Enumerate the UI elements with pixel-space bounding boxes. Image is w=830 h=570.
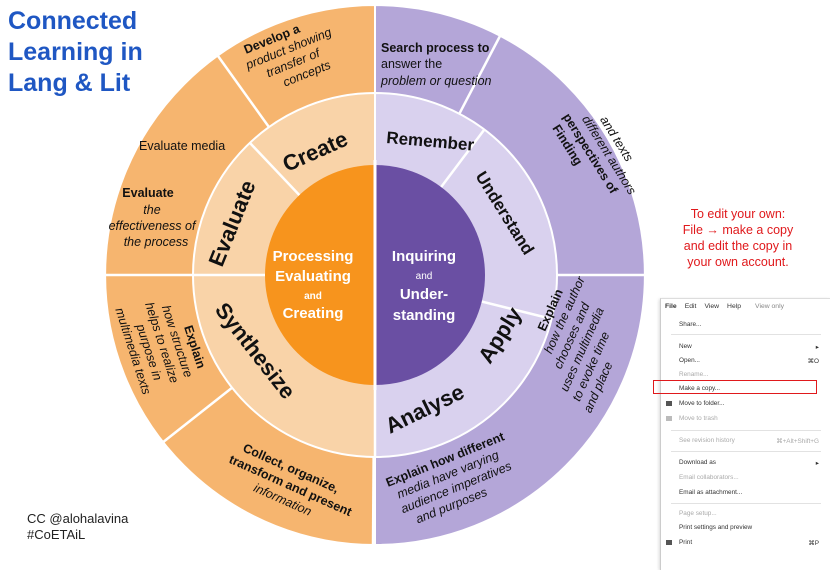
menu-item-email-attachment[interactable]: Email as attachment... — [679, 489, 743, 496]
note-line-2: File → make a copy — [682, 223, 794, 237]
page-title: Connected Learning in Lang & Lit — [8, 6, 143, 99]
title-line-2: Learning in — [8, 38, 143, 66]
menu-item-rename[interactable]: Rename... — [679, 371, 709, 378]
core-right — [375, 165, 485, 385]
menu-item-print-settings[interactable]: Print settings and preview — [679, 524, 753, 531]
make-copy-highlight — [653, 380, 817, 394]
printer-icon — [666, 540, 672, 545]
menu-item-download-as[interactable]: Download as▸ — [679, 459, 819, 467]
search-line-3: problem or question — [380, 74, 492, 88]
note-line-4: your own account. — [687, 255, 789, 269]
search-line-2: answer the — [381, 57, 442, 71]
core-left-line-3: and — [304, 291, 322, 302]
core-left — [265, 165, 375, 385]
core-left-line-2: Evaluating — [275, 268, 351, 285]
core-right-line-3: Under- — [400, 286, 448, 303]
core-right-line-2: and — [416, 271, 433, 282]
menu-view[interactable]: View — [704, 302, 720, 310]
file-menu-screenshot: File Edit View Help View only Share... N… — [653, 298, 830, 570]
view-only-label: View only — [755, 302, 784, 310]
menu-item-share[interactable]: Share... — [679, 321, 702, 328]
note-line-1: To edit your own: — [690, 207, 786, 221]
evaluate-eff-line-2: the — [143, 203, 160, 217]
credit-text: CC @alohalavina #CoETAiL — [27, 511, 128, 543]
menu-item-open[interactable]: Open...⌘O — [679, 357, 819, 365]
core-right-line-4: standing — [393, 307, 456, 324]
core-right-line-1: Inquiring — [392, 248, 456, 265]
evaluate-eff-line-1: Evaluate — [122, 186, 173, 200]
menu-file[interactable]: File — [665, 302, 677, 310]
menu-item-move-to-folder[interactable]: Move to folder... — [679, 400, 725, 407]
menu-item-move-to-trash[interactable]: Move to trash — [679, 415, 718, 422]
menu-item-email-collaborators[interactable]: Email collaborators... — [679, 474, 739, 481]
evaluate-eff-line-4: the process — [124, 235, 189, 249]
trash-icon — [666, 416, 672, 421]
menu-item-new[interactable]: New▸ — [679, 343, 819, 351]
evaluate-media: Evaluate media — [139, 139, 225, 153]
evaluate-eff-line-3: effectiveness of — [109, 219, 197, 233]
menu-item-page-setup[interactable]: Page setup... — [679, 510, 717, 517]
menu-item-revision-history[interactable]: See revision history⌘+Alt+Shift+G — [679, 437, 819, 445]
menu-edit[interactable]: Edit — [684, 302, 697, 310]
search-line-1: Search process to — [381, 41, 490, 55]
core-left-line-1: Processing — [273, 248, 354, 265]
title-line-1: Connected — [8, 7, 138, 35]
menu-bar: File Edit View Help View only — [661, 299, 830, 313]
folder-icon — [666, 401, 672, 406]
credit-line-1: CC @alohalavina — [27, 511, 129, 526]
menu-item-print[interactable]: Print⌘P — [679, 539, 819, 547]
menu-help[interactable]: Help — [727, 302, 742, 310]
title-line-3: Lang & Lit — [8, 69, 131, 97]
edit-instructions-note: To edit your own: File → make a copy and… — [660, 206, 816, 270]
core-left-line-4: Creating — [283, 305, 344, 322]
menu-item-make-a-copy[interactable]: Make a copy... — [679, 385, 721, 392]
note-line-3: and edit the copy in — [683, 239, 793, 253]
credit-line-2: #CoETAiL — [27, 527, 86, 542]
